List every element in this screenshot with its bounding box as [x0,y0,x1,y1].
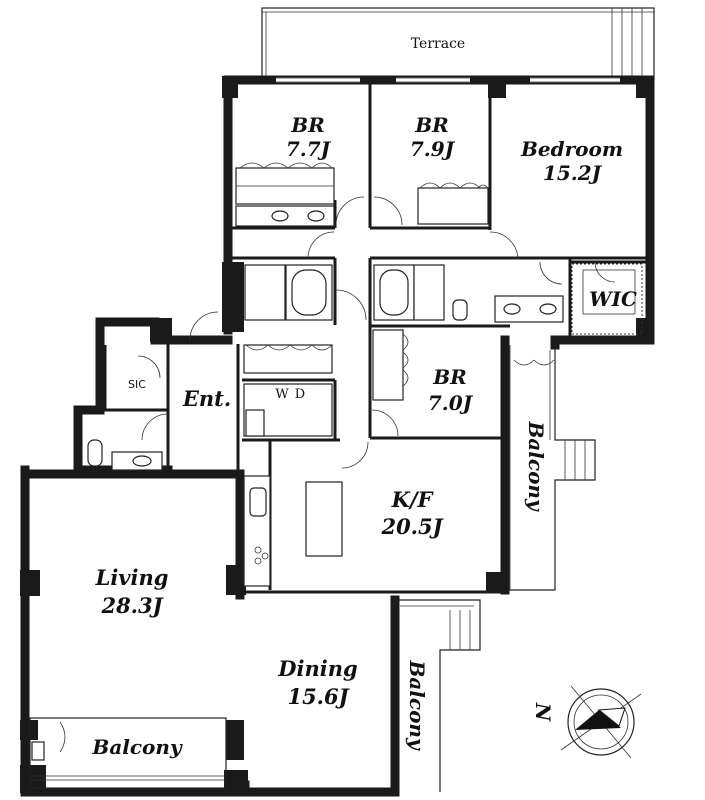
entrance-label: Ent. [182,386,231,411]
br3-size: 7.0J [428,391,474,415]
dining-size: 15.6J [287,684,350,709]
interior-walls [100,84,650,590]
north-label: N [531,702,555,722]
br1-size: 7.7J [286,137,332,161]
balcony-south-label: Balcony [405,659,429,751]
compass: N [531,685,642,759]
kf-size: 20.5J [380,514,444,539]
balconies [29,345,596,792]
br3-name: BR [432,365,467,389]
kf-name: K/F [391,487,435,512]
sic-label: SIC [128,378,146,391]
terrace-label: Terrace [411,36,465,52]
wd-d: D [295,387,305,402]
br2-name: BR [414,113,449,137]
compass-rose-icon [560,685,642,759]
dining-name: Dining [277,656,357,681]
bedroom-name: Bedroom [520,137,623,161]
balcony-east-label: Balcony [524,420,548,512]
br2-size: 7.9J [410,137,456,161]
wic-label: WIC [589,287,637,311]
bathroom-fixtures [87,205,564,471]
terrace: Terrace [261,7,655,81]
living-size: 28.3J [100,593,164,618]
balcony-bottom-label: Balcony [91,735,183,759]
windows [276,77,620,83]
br1-name: BR [290,113,325,137]
doors [59,196,616,753]
kitchen [243,475,343,587]
living-name: Living [95,565,169,590]
room-labels: BR 7.7J BR 7.9J Bedroom 15.2J WIC BR 7.0… [91,113,637,759]
bedroom-size: 15.2J [543,161,603,185]
wd-w: W [275,387,289,402]
closets [235,162,643,401]
